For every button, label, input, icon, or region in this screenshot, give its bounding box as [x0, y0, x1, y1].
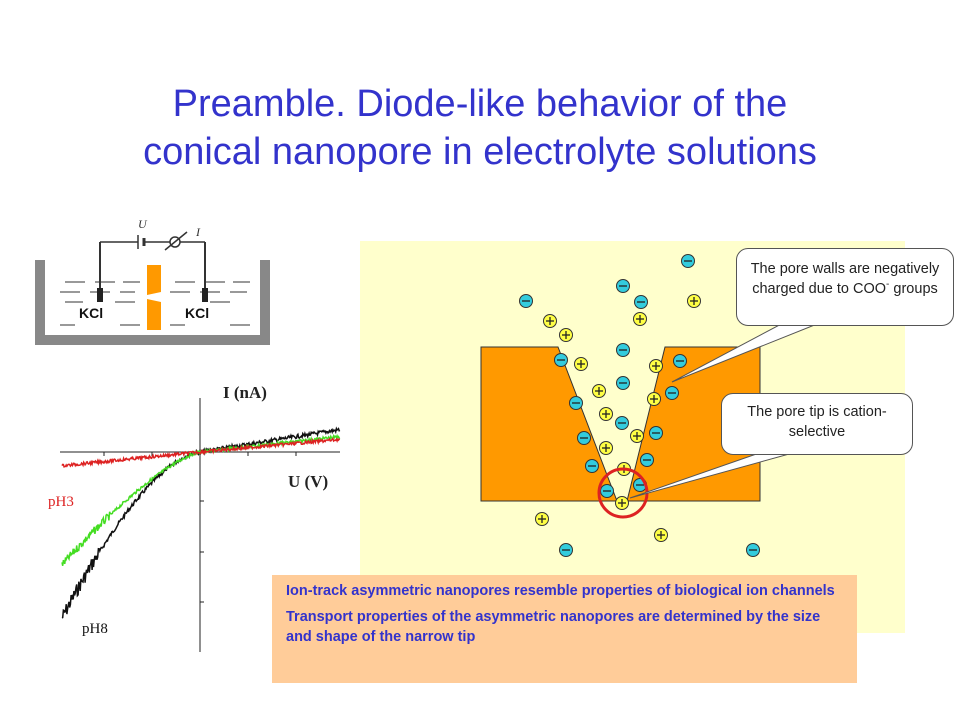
left-solution-label: KCl: [79, 305, 103, 321]
anion-symbol: [559, 543, 573, 557]
summary-line-2: Transport properties of the asymmetric n…: [286, 609, 821, 645]
anion-symbol: [616, 279, 630, 293]
pore-walls-callout-text: The pore walls are negatively charged du…: [750, 261, 940, 297]
iv-curve-plot: [60, 398, 341, 652]
cation-symbol: [654, 528, 668, 542]
anion-symbol: [585, 459, 599, 473]
cation-symbol: [647, 392, 661, 406]
anion-symbol: [665, 386, 679, 400]
anion-symbol: [634, 295, 648, 309]
anion-symbol: [616, 376, 630, 390]
electrolyte-cell-diagram: U I KCl KCl: [35, 217, 270, 345]
pore-walls-callout-text-end: groups: [889, 281, 938, 297]
anion-symbol: [640, 453, 654, 467]
cation-symbol: [687, 294, 701, 308]
cation-symbol: [649, 359, 663, 373]
cation-symbol: [633, 312, 647, 326]
anion-symbol: [600, 484, 614, 498]
pore-walls-callout: The pore walls are negatively charged du…: [736, 248, 954, 326]
cation-symbol: [630, 429, 644, 443]
current-label: I: [195, 225, 201, 239]
anion-symbol: [746, 543, 760, 557]
cation-symbol: [615, 496, 629, 510]
cation-symbol: [559, 328, 573, 342]
cation-symbol: [599, 407, 613, 421]
iv-xlabel: U (V): [288, 472, 329, 491]
anion-symbol: [577, 431, 591, 445]
slide-title-line-1: Preamble. Diode-like behavior of the: [172, 83, 788, 125]
anion-symbol: [681, 254, 695, 268]
pore-tip-callout: The pore tip is cation-selective: [721, 393, 913, 455]
conical-pore-diagram: [480, 254, 761, 557]
ph3-curve: [61, 437, 341, 468]
slide-title-line-2: conical nanopore in electrolyte solution…: [143, 131, 817, 173]
right-solution-label: KCl: [185, 305, 209, 321]
cation-symbol: [592, 384, 606, 398]
anion-symbol: [554, 353, 568, 367]
voltage-label: U: [138, 217, 148, 231]
cation-symbol: [535, 512, 549, 526]
anion-symbol: [615, 416, 629, 430]
cation-symbol: [599, 441, 613, 455]
cation-symbol: [543, 314, 557, 328]
summary-line-1: Ion-track asymmetric nanopores resemble …: [286, 583, 835, 599]
anion-symbol: [673, 354, 687, 368]
ph3-label: pH3: [48, 494, 74, 510]
slide-title: Preamble. Diode-like behavior of the con…: [0, 80, 960, 176]
anion-symbol: [649, 426, 663, 440]
summary-box: Ion-track asymmetric nanopores resemble …: [272, 575, 857, 683]
pore-walls-callout-superscript: -: [886, 279, 890, 291]
anion-symbol: [569, 396, 583, 410]
ph8-label: pH8: [82, 621, 108, 637]
anion-symbol: [519, 294, 533, 308]
anion-symbol: [616, 343, 630, 357]
cation-symbol: [574, 357, 588, 371]
iv-ylabel: I (nA): [223, 383, 267, 402]
